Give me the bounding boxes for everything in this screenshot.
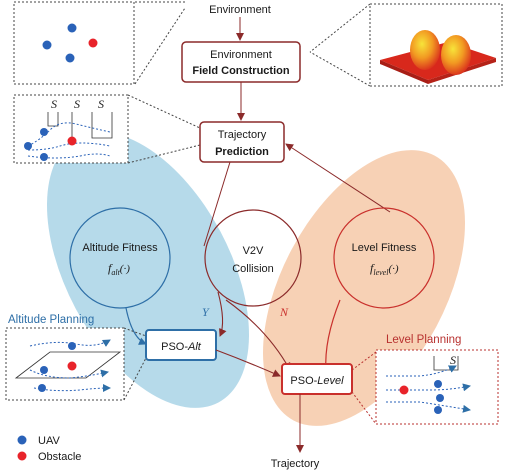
trajectory-prediction-line1: Trajectory [218,129,267,141]
legend-obstacle: Obstacle [38,451,81,463]
level-planning-inset: S [375,349,499,425]
level-fitness-label: Level Fitness [352,242,417,254]
v2v-line2: Collision [232,263,274,275]
field-construction-line1: Environment [210,49,272,61]
legend: UAV Obstacle [17,435,81,463]
s-label: S [98,97,104,111]
uav-dot [65,53,75,63]
level-planning-label: Level Planning [386,334,461,346]
uav-dot [68,342,76,350]
uav-dot [40,128,48,136]
pso-level-box [281,363,353,395]
altitude-fitness-loop [69,207,171,309]
obstacle-dot [88,38,98,48]
trajectory-prediction-line2: Prediction [215,146,269,158]
obstacle-dot [399,385,409,395]
level-fitness-loop [333,207,435,309]
legend-uav: UAV [38,435,60,447]
uav-dot [434,380,442,388]
field-construction-line2: Field Construction [192,65,289,77]
uav-dot [38,384,46,392]
obstacle-dot [67,136,77,146]
s-label: S [74,97,80,111]
v2v-collision-loop [204,209,302,307]
branch-no: N [279,305,289,319]
uav-dot [40,153,48,161]
environment-label: Environment [209,4,271,16]
trajectory-prediction-box [199,121,285,163]
pso-level-label: PSO-Level [290,375,344,387]
altitude-planning-label: Altitude Planning [8,314,94,326]
level-fitness-symbol: flevel(·) [370,261,399,277]
altitude-fitness-label: Altitude Fitness [82,242,158,254]
environment-inset [13,1,135,85]
uav-dot [42,40,52,50]
uav-dot [436,394,444,402]
uav-dot [24,142,32,150]
uav-dot [40,366,48,374]
s-label: S [450,353,456,367]
altitude-fitness-symbol: falt(·) [108,261,130,277]
trajectory-output-label: Trajectory [271,458,320,470]
altitude-planning-inset [5,327,125,401]
uav-dot [434,406,442,414]
obstacle-legend-icon [17,451,27,461]
pso-alt-box [145,329,217,361]
v2v-line1: V2V [243,245,264,257]
branch-yes: Y [202,305,210,319]
s-label: S [51,97,57,111]
prediction-inset: S S S [13,94,129,164]
obstacle-dot [67,361,77,371]
pso-alt-label: PSO-Alt [161,341,202,353]
uav-legend-icon [17,435,27,445]
field-inset [369,3,503,87]
uav-dot [67,23,77,33]
